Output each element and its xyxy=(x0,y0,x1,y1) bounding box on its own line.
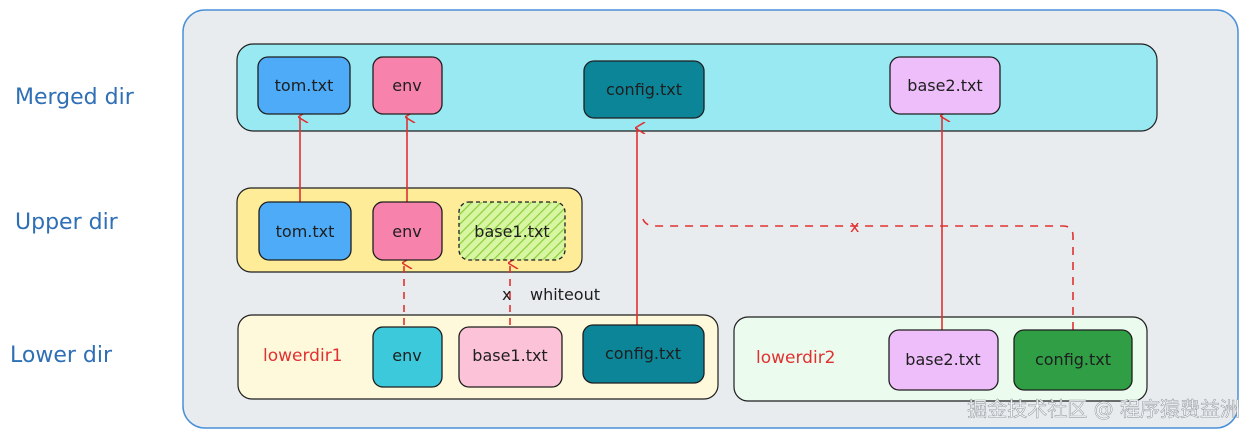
upper-tom-box xyxy=(258,201,352,261)
whiteout-note: whiteout xyxy=(530,285,600,304)
lower2-base2-box xyxy=(888,329,999,391)
label-upper-dir: Upper dir xyxy=(15,210,119,235)
lower1-base1-box xyxy=(458,326,563,388)
lowerdir1-name: lowerdir1 xyxy=(263,346,343,366)
lowerdir2-name: lowerdir2 xyxy=(756,348,836,368)
whiteout-x-mark: x xyxy=(502,285,511,304)
lower1-config-label: config.txt xyxy=(605,344,681,363)
upper-env-label: env xyxy=(392,222,421,241)
lower1-env-box xyxy=(372,326,443,388)
upper-env-box xyxy=(372,201,443,261)
merged-env-label: env xyxy=(392,76,421,95)
merged-base2-box xyxy=(889,56,1001,115)
upper-base1-whiteout-box xyxy=(458,201,566,261)
lower1-env-label: env xyxy=(392,346,421,365)
label-merged-dir: Merged dir xyxy=(15,85,135,110)
merged-env-box xyxy=(372,56,443,115)
lower2-base2-label: base2.txt xyxy=(905,350,980,369)
merged-tom-label: tom.txt xyxy=(275,76,334,95)
blocked-x-mark: x xyxy=(850,217,859,236)
merged-base2-label: base2.txt xyxy=(907,76,982,95)
label-lower-dir: Lower dir xyxy=(10,343,113,368)
upper-tom-label: tom.txt xyxy=(276,222,335,241)
merged-config-label: config.txt xyxy=(606,80,682,99)
merged-tom-box xyxy=(257,56,351,115)
merged-config-box xyxy=(583,60,705,119)
lower1-base1-label: base1.txt xyxy=(472,346,547,365)
watermark: 掘金技术社区 @ 程序猿费益洲 xyxy=(967,397,1240,421)
lower1-config-box xyxy=(582,324,705,384)
upper-base1-label: base1.txt xyxy=(474,222,549,241)
blocked-config-lower2-path xyxy=(641,215,1074,330)
lower2-config-box xyxy=(1013,329,1133,391)
lower2-config-label: config.txt xyxy=(1035,350,1111,369)
